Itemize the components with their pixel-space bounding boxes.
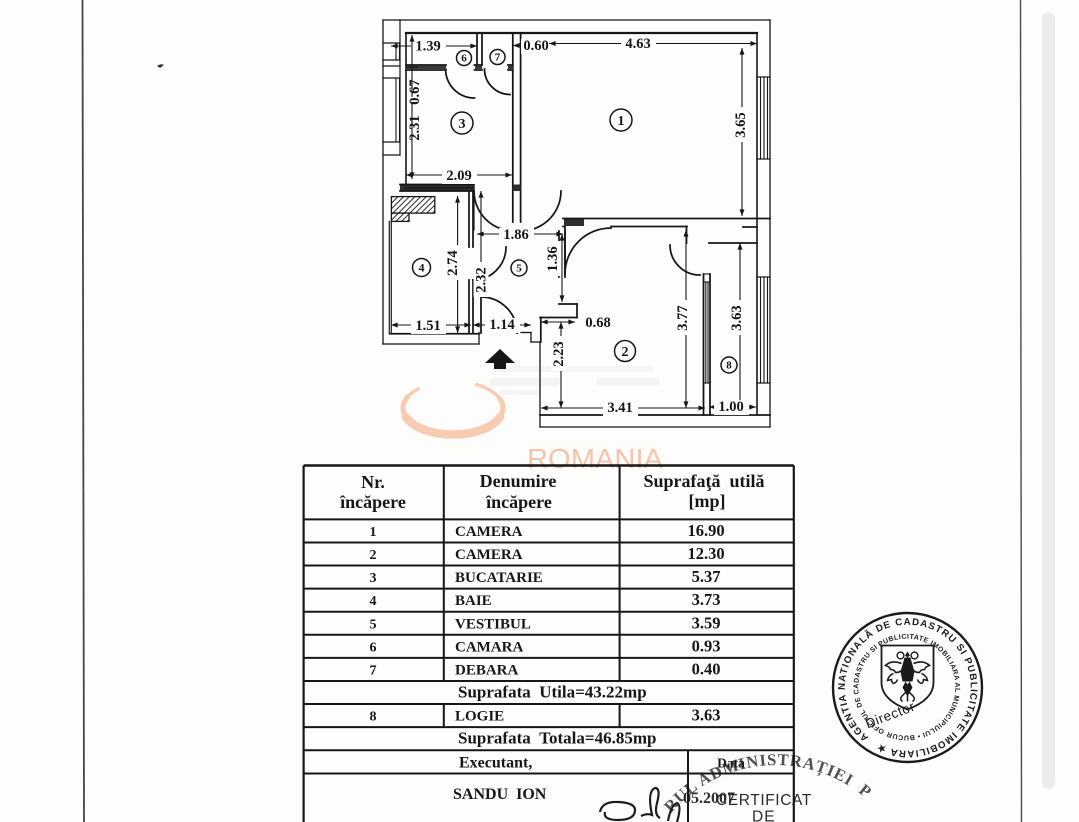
svg-text:Suprafata Utila=43.22mp: Suprafata Utila=43.22mp	[458, 683, 647, 702]
svg-text:LOGIE: LOGIE	[455, 709, 504, 725]
svg-text:DEBARA: DEBARA	[455, 662, 519, 678]
svg-text:16.90: 16.90	[687, 521, 724, 540]
svg-text:0.60: 0.60	[523, 38, 548, 54]
svg-text:Data: Data	[717, 755, 745, 770]
svg-text:BAIE: BAIE	[455, 593, 492, 609]
svg-text:5.37: 5.37	[692, 567, 721, 586]
svg-text:4.63: 4.63	[625, 36, 650, 52]
svg-text:2.09: 2.09	[446, 168, 471, 184]
svg-text:0.68: 0.68	[585, 315, 610, 331]
svg-text:CAMERA: CAMERA	[455, 547, 523, 563]
svg-text:0.67: 0.67	[407, 79, 423, 104]
svg-text:1.36: 1.36	[545, 246, 561, 271]
svg-text:3.77: 3.77	[675, 305, 691, 330]
svg-text:3: 3	[459, 117, 466, 132]
svg-text:3.59: 3.59	[692, 613, 721, 632]
svg-text:1.14: 1.14	[489, 317, 514, 333]
svg-text:Suprafata Totala=46.85mp: Suprafata Totala=46.85mp	[458, 729, 656, 748]
svg-text:CAMERA: CAMERA	[455, 524, 523, 540]
svg-text:5: 5	[370, 617, 377, 632]
svg-text:12.30: 12.30	[687, 544, 724, 563]
svg-text:CERTIFICAT: CERTIFICAT	[716, 792, 812, 809]
svg-text:Denumire: Denumire	[480, 471, 557, 491]
svg-text:8: 8	[726, 360, 732, 372]
svg-text:DE: DE	[752, 809, 776, 822]
svg-text:7: 7	[370, 663, 377, 678]
svg-text:2: 2	[370, 548, 377, 563]
svg-text:2.74: 2.74	[445, 250, 461, 275]
svg-text:05.2007: 05.2007	[683, 790, 735, 807]
svg-text:BUCATARIE: BUCATARIE	[455, 570, 543, 586]
svg-text:6: 6	[370, 640, 377, 655]
svg-text:încăpere: încăpere	[485, 492, 552, 512]
svg-text:3.41: 3.41	[607, 400, 632, 416]
svg-text:[mp]: [mp]	[689, 491, 726, 511]
svg-text:7: 7	[495, 52, 501, 64]
svg-text:Suprafaţă utilă: Suprafaţă utilă	[643, 471, 764, 491]
svg-text:1.86: 1.86	[503, 227, 528, 243]
svg-text:2.23: 2.23	[551, 341, 567, 366]
svg-text:8: 8	[370, 710, 377, 725]
svg-text:3: 3	[370, 571, 377, 586]
svg-text:3.63: 3.63	[729, 305, 745, 330]
svg-text:0.93: 0.93	[692, 636, 721, 655]
svg-text:2.32: 2.32	[474, 267, 490, 292]
svg-text:4: 4	[419, 261, 425, 275]
svg-text:3.73: 3.73	[692, 590, 721, 609]
svg-text:1.39: 1.39	[415, 39, 440, 55]
svg-text:Executant,: Executant,	[459, 754, 532, 771]
svg-text:ROMANIA: ROMANIA	[527, 443, 664, 474]
svg-text:3.65: 3.65	[733, 112, 749, 137]
svg-text:Director: Director	[863, 699, 917, 732]
svg-text:1: 1	[618, 114, 625, 129]
svg-text:6: 6	[461, 53, 467, 65]
svg-text:2: 2	[622, 345, 629, 360]
svg-text:CAMARA: CAMARA	[455, 639, 523, 655]
svg-text:1.00: 1.00	[718, 399, 743, 415]
svg-text:2.31: 2.31	[407, 115, 423, 140]
svg-text:1.51: 1.51	[415, 318, 440, 334]
svg-text:4: 4	[370, 594, 377, 609]
svg-text:Nr.: Nr.	[361, 472, 385, 492]
svg-text:încăpere: încăpere	[339, 492, 406, 512]
svg-text:3.63: 3.63	[692, 706, 721, 725]
svg-text:1: 1	[370, 525, 377, 540]
svg-text:VESTIBUL: VESTIBUL	[455, 616, 531, 632]
svg-text:SANDU ION: SANDU ION	[453, 786, 547, 803]
svg-text:5: 5	[516, 263, 522, 275]
svg-text:0.40: 0.40	[692, 659, 721, 678]
